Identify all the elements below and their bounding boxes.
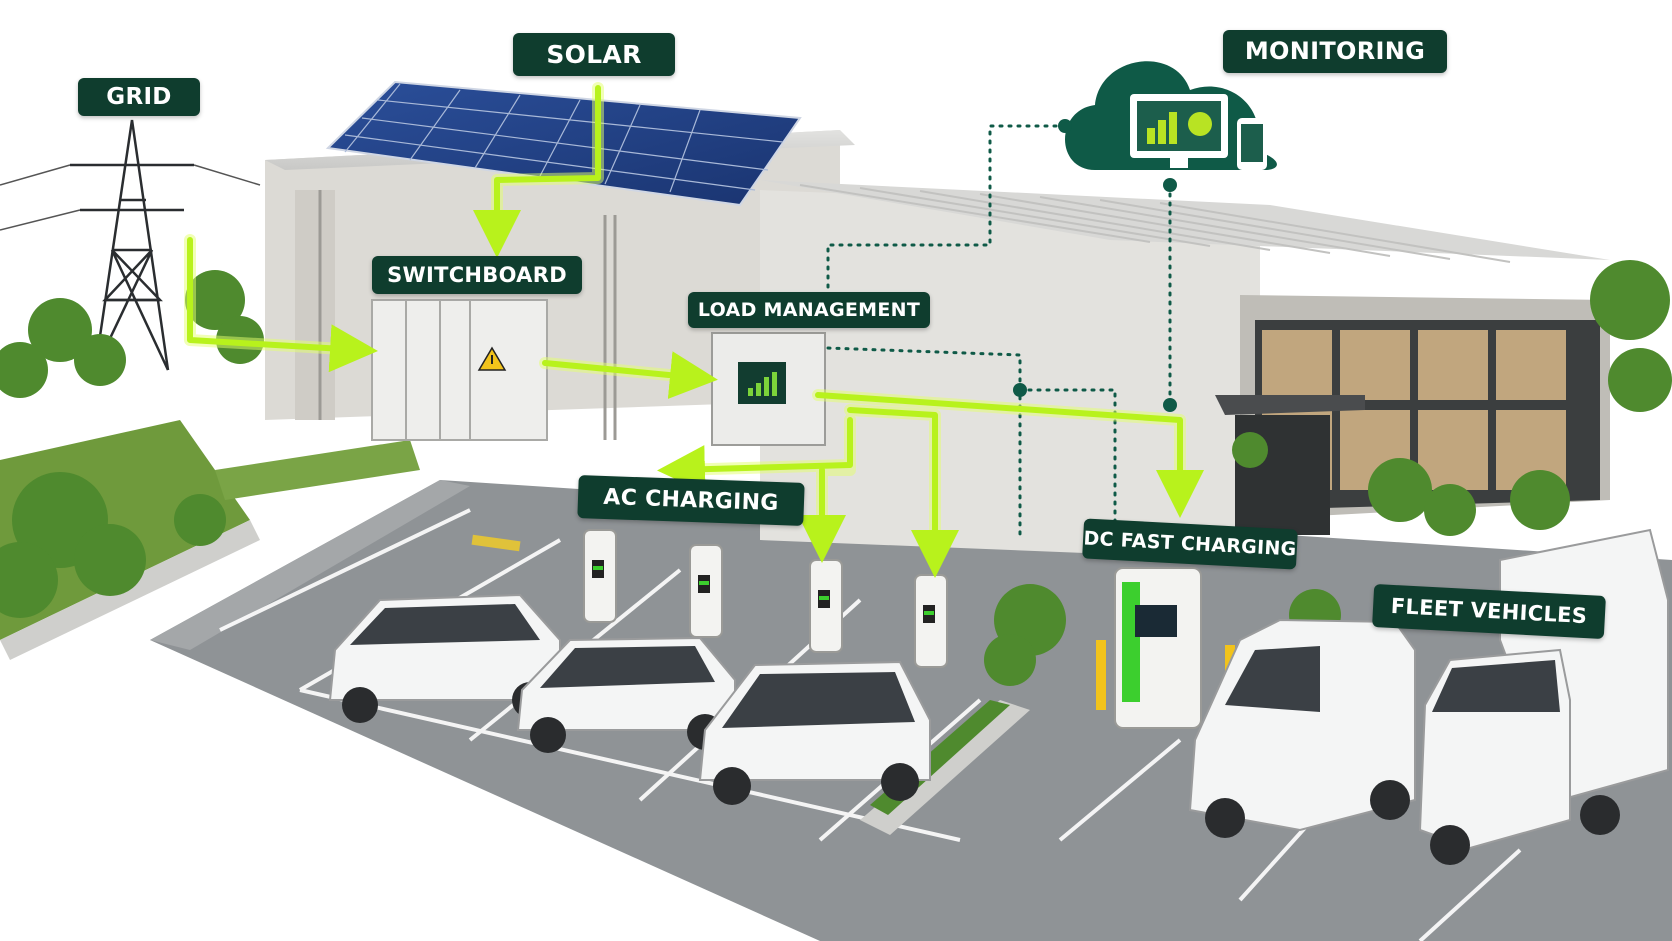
car-2: [516, 636, 736, 753]
warning-icon: [477, 346, 507, 371]
label-load-management: LOAD MANAGEMENT: [688, 292, 930, 328]
dc-charger-icon: [1096, 567, 1235, 729]
car-1: [328, 593, 561, 723]
ac-charger-icon: [583, 529, 948, 668]
fleet-van: [1188, 618, 1416, 838]
power-tower-icon: [0, 119, 261, 371]
data-links: [826, 124, 1172, 562]
data-link-nodes: [1013, 119, 1177, 412]
phone-icon: [1237, 118, 1267, 170]
label-solar: SOLAR: [513, 33, 675, 76]
solar-panel-icon: [325, 80, 802, 207]
monitor-chart-icon: [1130, 94, 1228, 168]
office-building: [760, 180, 1610, 560]
label-ac-charging: AC CHARGING: [577, 475, 805, 526]
load-management-box: [711, 332, 826, 446]
cloud-icon: [1065, 61, 1277, 170]
label-monitoring: MONITORING: [1223, 30, 1447, 73]
trees-left: [0, 270, 264, 618]
car-3: [698, 660, 931, 805]
switchboard-cabinet: [371, 299, 548, 441]
label-switchboard: SWITCHBOARD: [372, 256, 582, 294]
label-grid: GRID: [78, 78, 200, 116]
power-flows: [184, 82, 1204, 578]
